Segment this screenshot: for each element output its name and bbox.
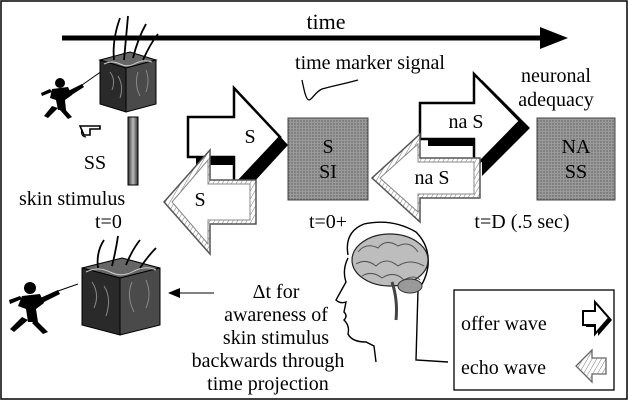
time-marker-signal-label: time marker signal: [295, 52, 445, 74]
skin-block-bottom: [81, 235, 161, 336]
legend-echo-arrow-icon: [575, 348, 607, 384]
box-na-ss: NA SS: [536, 117, 616, 201]
legend-offer-label: offer wave: [461, 313, 547, 335]
time-label: time: [306, 9, 345, 34]
offer-arrow-1-label: S: [244, 126, 255, 148]
delta-line5: time projection: [207, 373, 329, 395]
skin-stimulus-label: skin stimulus: [19, 188, 125, 210]
box2-line2: SS: [565, 161, 587, 183]
time-marker-waveform: [301, 79, 359, 101]
neuronal-label-line1: neuronal: [521, 65, 591, 87]
fencer-figure-top: [41, 70, 103, 119]
tD-label: t=D (.5 sec): [474, 211, 569, 233]
echo-arrow-2-label: na S: [415, 167, 450, 189]
offer-wave-arrow-1: S: [186, 84, 288, 195]
echo-wave-arrow-1: S: [162, 148, 257, 256]
delta-line1: Δt for: [253, 281, 300, 303]
box-s-si: S SI: [287, 117, 369, 201]
pointing-hand-icon: [78, 125, 101, 138]
projection-arrow: [168, 288, 214, 298]
stimulus-bar: [127, 116, 139, 186]
fencer-figure-bottom: [9, 282, 79, 334]
head-brain-illustration: [335, 221, 449, 363]
delta-line4: backwards through: [192, 350, 345, 372]
time-axis: time: [62, 9, 568, 49]
offer-arrow-2-label: na S: [449, 111, 484, 133]
ss-label: SS: [84, 152, 106, 174]
offer-wave-arrow-2: na S: [418, 70, 530, 176]
delta-line3: skin stimulus: [223, 327, 329, 349]
legend-echo-label: echo wave: [461, 357, 546, 379]
box1-line2: SI: [319, 161, 337, 183]
delta-line2: awareness of: [224, 304, 328, 326]
skin-block-top: [98, 15, 159, 113]
box2-line1: NA: [562, 136, 591, 158]
legend-box: offer wave echo wave: [453, 289, 615, 391]
echo-arrow-1-label: S: [194, 189, 205, 211]
legend-offer-arrow-icon: [582, 299, 612, 337]
t0-label: t=0: [95, 211, 122, 233]
echo-wave-arrow-2: na S: [370, 132, 481, 224]
neuronal-label-line2: adequacy: [518, 89, 594, 111]
box1-line1: S: [322, 136, 333, 158]
t0plus-label: t=0+: [309, 211, 347, 233]
